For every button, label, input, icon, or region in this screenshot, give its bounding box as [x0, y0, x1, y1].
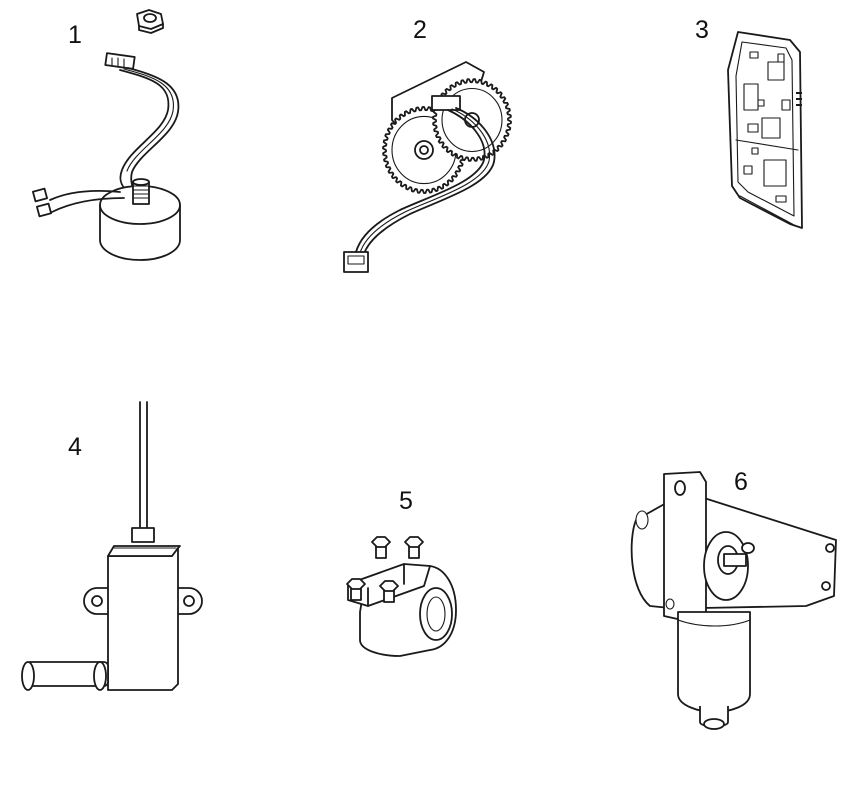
part-4: 4: [21, 401, 203, 691]
solenoid-with-wire-icon: [21, 401, 203, 691]
part-2: 2: [343, 16, 512, 273]
inductor-coil-with-nut-icon: [32, 9, 181, 261]
part-1: 1: [32, 9, 181, 261]
part-6: 6: [630, 468, 837, 730]
part-5-number: 5: [399, 487, 413, 515]
gear-motor-icon: [630, 471, 837, 730]
circuit-board-assembly-icon: [727, 31, 803, 229]
terminal-clamp-icon: [346, 536, 457, 657]
part-3: 3: [695, 16, 803, 229]
part-6-number: 6: [734, 468, 748, 496]
part-2-number: 2: [413, 16, 427, 44]
part-1-number: 1: [68, 21, 82, 49]
gear-assembly-with-cable-icon: [343, 61, 512, 273]
part-4-number: 4: [68, 433, 82, 461]
part-5: 5: [346, 487, 457, 657]
part-3-number: 3: [695, 16, 709, 44]
